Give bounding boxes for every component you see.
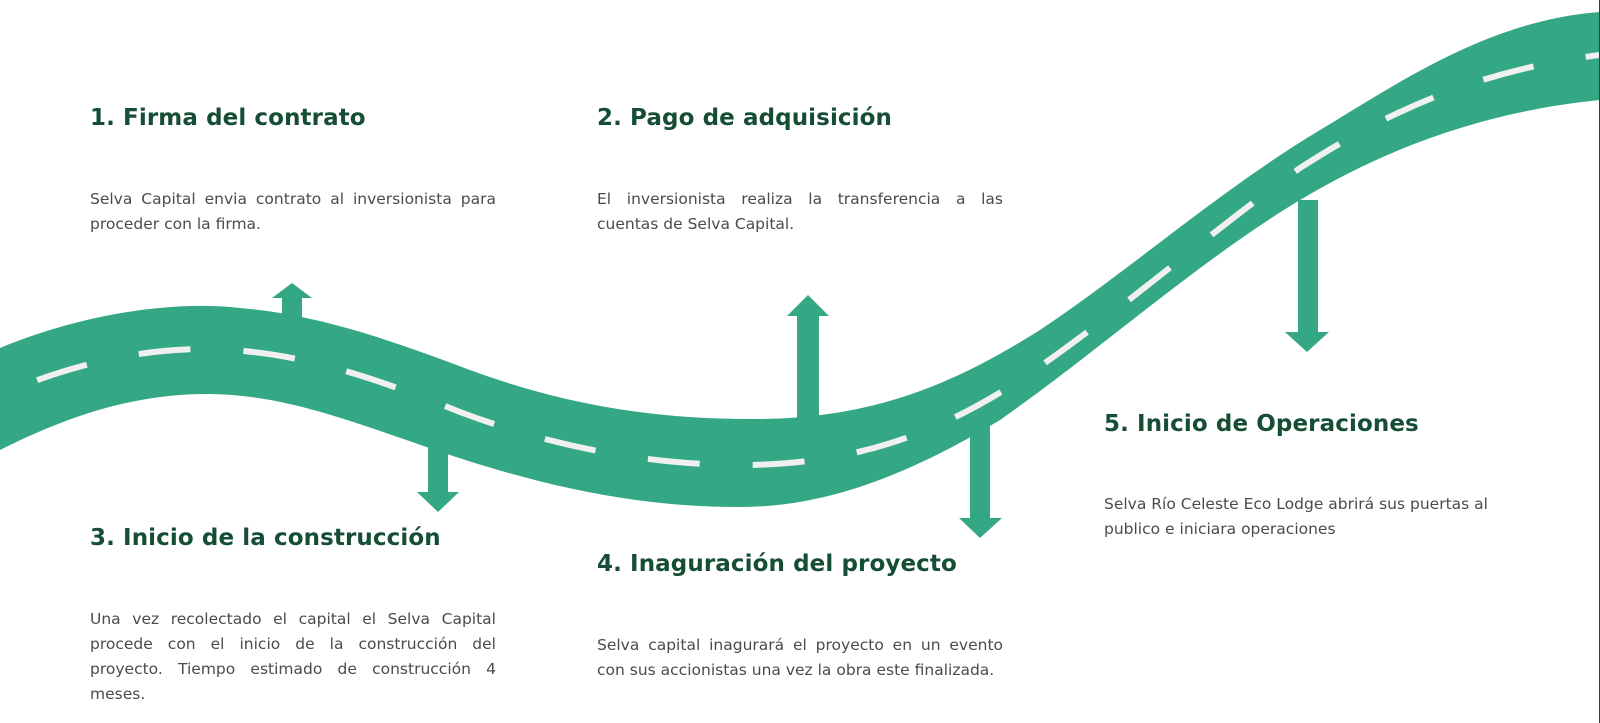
step-description: Selva capital inagurará el proyecto en u… — [597, 636, 1003, 679]
road — [0, 12, 1600, 507]
arrow-down-icon-step-4 — [959, 420, 1002, 538]
arrow-down-icon-step-3 — [417, 440, 459, 512]
step-description: El inversionista realiza la transferenci… — [597, 190, 1003, 233]
arrow-down-icon-step-5 — [1285, 200, 1329, 352]
step-5-operations: 5. Inicio de Operaciones Selva Río Celes… — [1104, 409, 1510, 542]
step-description: Selva Capital envia contrato al inversio… — [90, 190, 496, 233]
arrow-up-icon-step-2 — [787, 295, 829, 420]
step-3-construction: 3. Inicio de la construcción Una vez rec… — [90, 523, 496, 707]
lane-markings — [0, 52, 1600, 469]
step-title: 4. Inaguración del proyecto — [597, 551, 957, 577]
arrow-up-icon-step-1 — [272, 283, 312, 320]
step-description: Una vez recolectado el capital el Selva … — [90, 610, 496, 703]
step-title: 1. Firma del contrato — [90, 105, 366, 131]
step-title: 3. Inicio de la construcción — [90, 525, 441, 551]
step-1-signing: 1. Firma del contrato Selva Capital envi… — [90, 103, 496, 237]
step-title: 2. Pago de adquisición — [597, 105, 893, 131]
step-title: 5. Inicio de Operaciones — [1104, 411, 1419, 437]
step-4-inauguration: 4. Inaguración del proyecto Selva capita… — [597, 549, 1003, 683]
step-2-payment: 2. Pago de adquisición El inversionista … — [597, 103, 1003, 237]
arrows — [272, 200, 1329, 538]
step-description: Selva Río Celeste Eco Lodge abrirá sus p… — [1104, 495, 1488, 538]
